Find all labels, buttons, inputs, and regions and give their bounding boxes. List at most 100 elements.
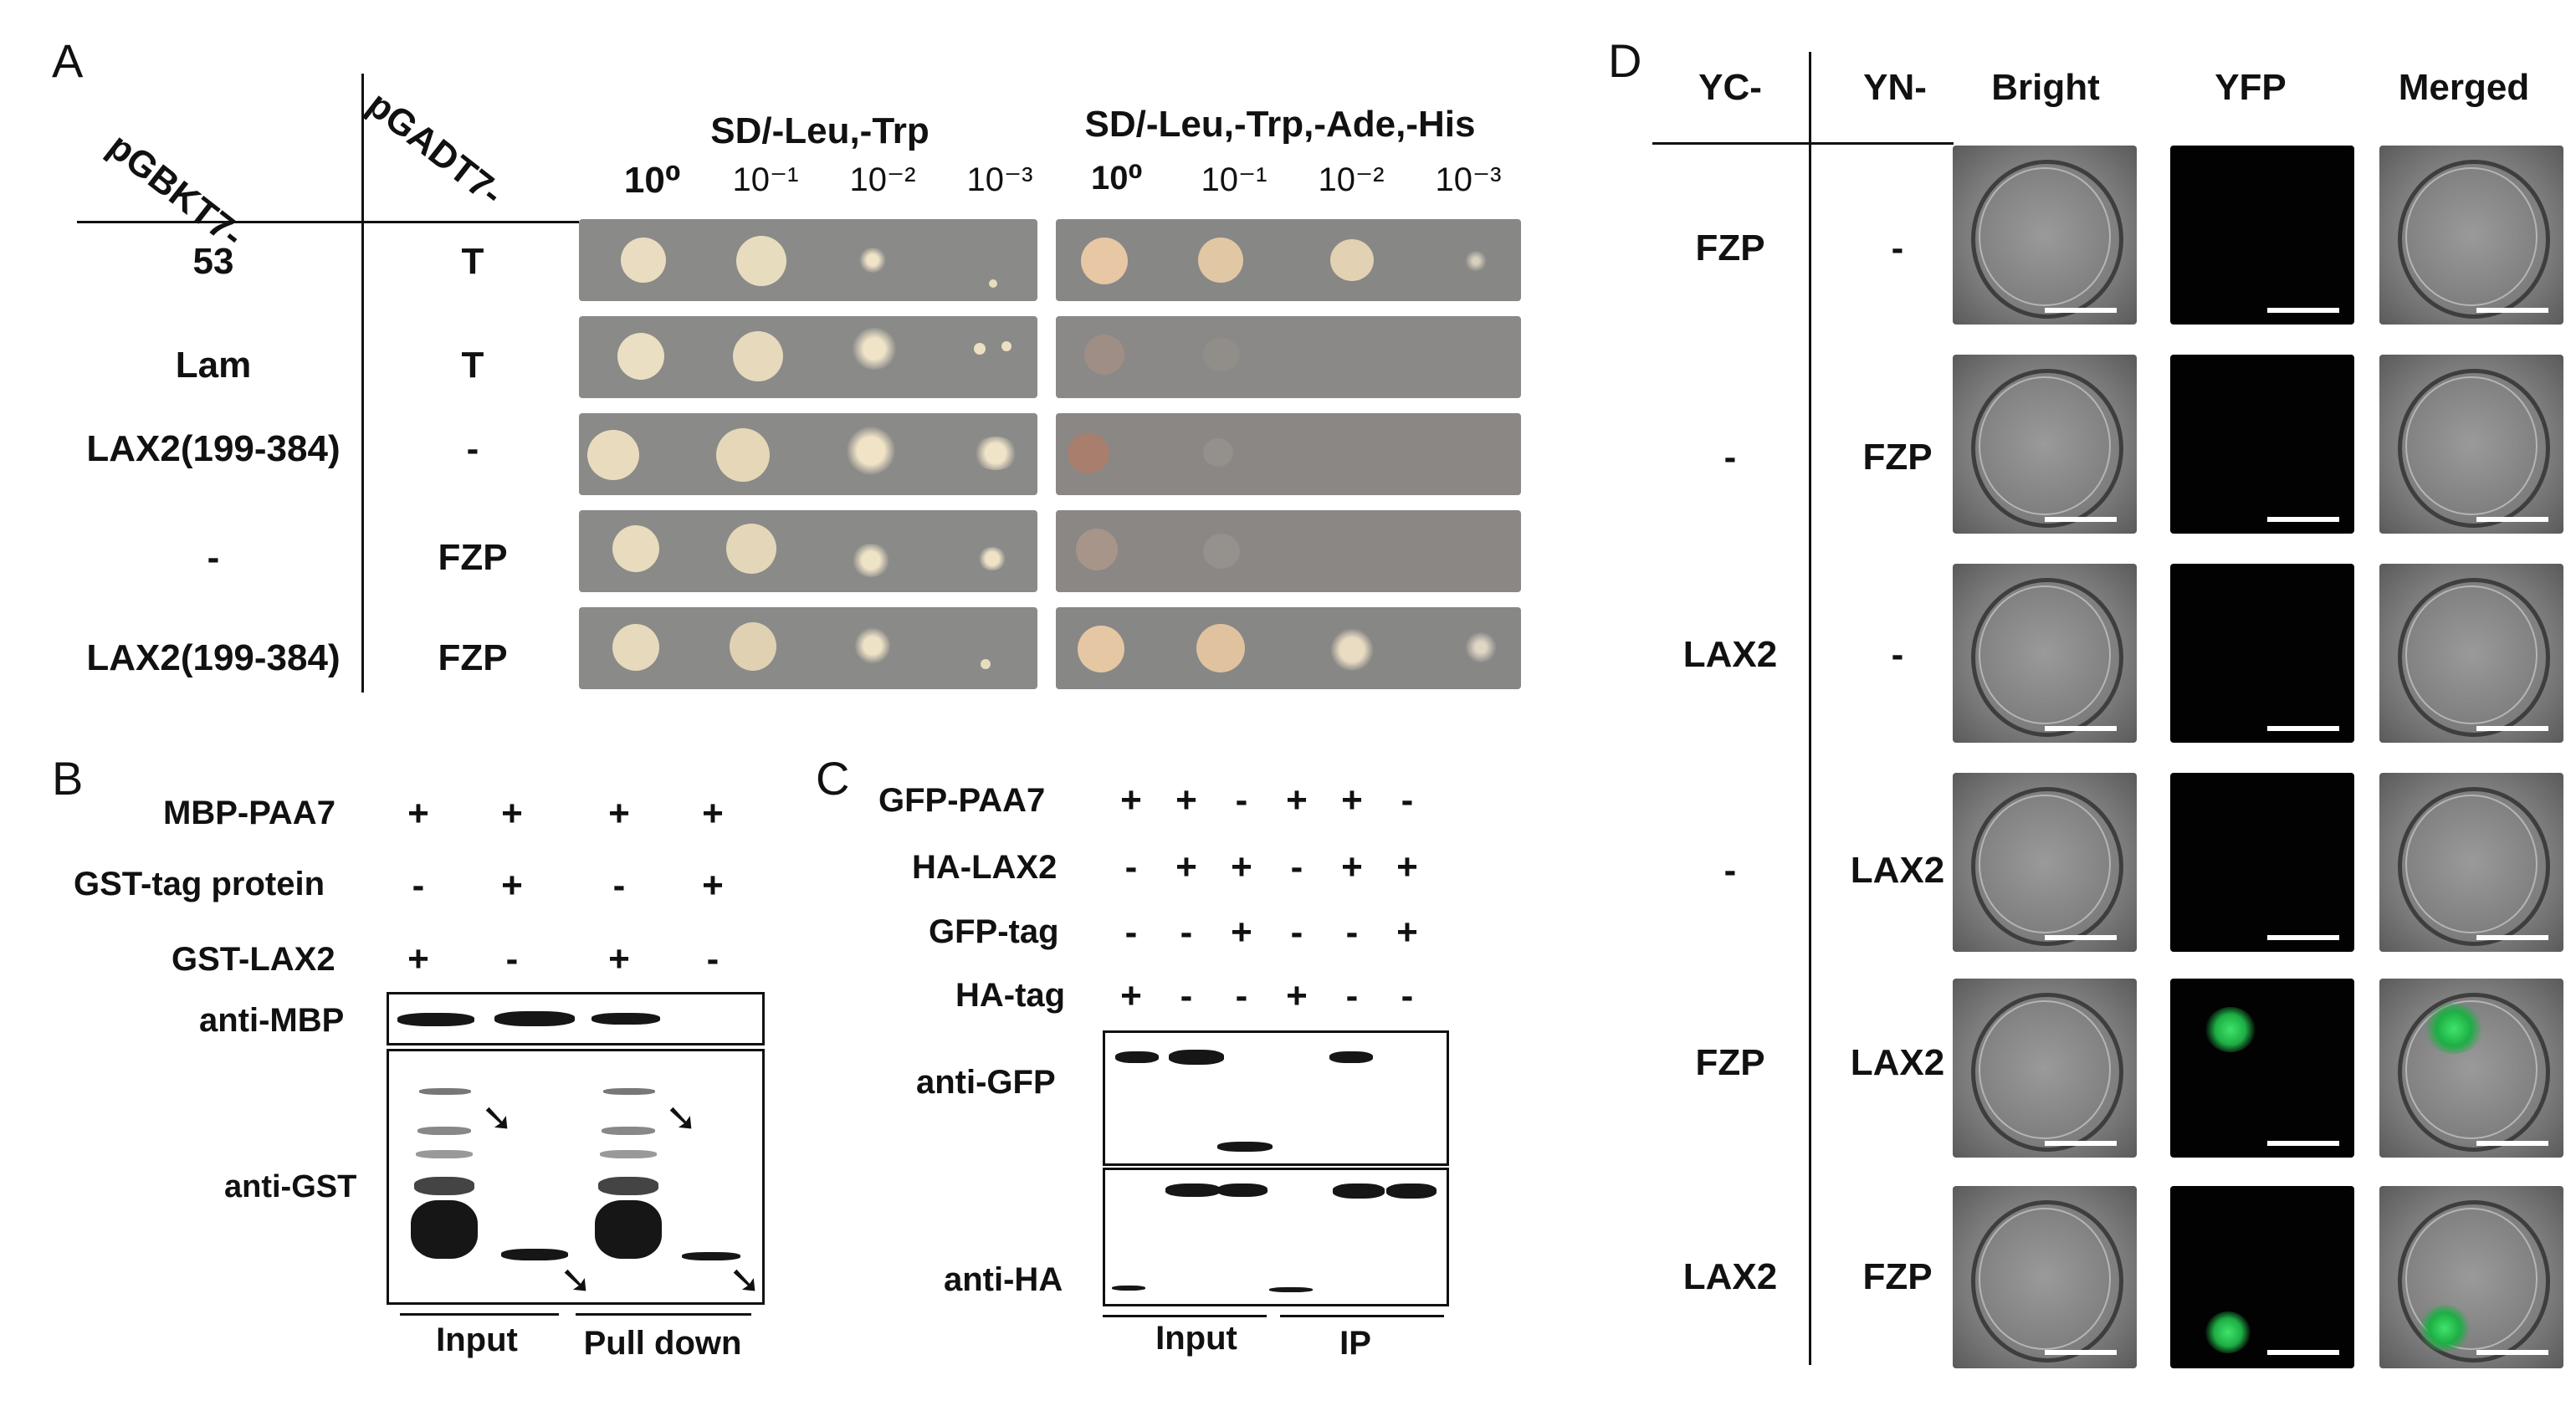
- bright-field-image: [1953, 773, 2137, 952]
- row-bait: LAX2(199-384): [86, 637, 341, 678]
- row-bait: -: [207, 537, 220, 578]
- sign: +: [501, 865, 523, 906]
- sign: +: [1120, 975, 1142, 1016]
- sign: +: [407, 938, 429, 979]
- merged-image: [2379, 146, 2563, 325]
- divider-vertical: [1809, 52, 1811, 1365]
- sign: +: [1396, 912, 1418, 953]
- yeast-colony: [1330, 239, 1374, 281]
- yeast-colony: [1001, 341, 1011, 351]
- yeast-colony: [977, 547, 1007, 570]
- yeast-colony: [1203, 438, 1233, 467]
- yfp-image: [2170, 979, 2354, 1158]
- yeast-colony: [1196, 624, 1245, 672]
- blot-band: [1169, 1050, 1224, 1065]
- blot-band: [682, 1252, 740, 1260]
- condition-label: GFP-PAA7: [878, 782, 1046, 819]
- dilution-label: 10⁻³: [1435, 161, 1502, 198]
- sign: +: [702, 793, 724, 834]
- sign: +: [1286, 780, 1308, 821]
- sign: +: [1396, 846, 1418, 887]
- plate2-title: SD/-Leu,-Trp,-Ade,-His: [1084, 104, 1476, 145]
- column-header: YC-: [1698, 67, 1762, 108]
- dilution-label: 10⁻²: [849, 161, 916, 198]
- blot-band: [1269, 1287, 1313, 1292]
- blot-band: [595, 1200, 662, 1259]
- condition-label: HA-tag: [955, 977, 1066, 1014]
- sign: +: [1231, 846, 1252, 887]
- condition-label: GST-LAX2: [172, 941, 335, 978]
- yeast-colony: [974, 343, 986, 355]
- column-header: YFP: [2215, 67, 2287, 108]
- blot-band: [602, 1127, 655, 1135]
- row-yc: -: [1723, 437, 1737, 478]
- sign: +: [1286, 975, 1308, 1016]
- yeast-plate-row: [579, 316, 1037, 398]
- blot-label: anti-GST: [224, 1169, 357, 1204]
- yeast-plate-row: [1056, 607, 1521, 689]
- blot-label: anti-GFP: [916, 1064, 1056, 1101]
- yeast-colony: [858, 248, 887, 273]
- column-header: YN-: [1863, 67, 1927, 108]
- blot-band: [414, 1177, 474, 1195]
- blot-band: [494, 1011, 575, 1026]
- merged-image: [2379, 1186, 2563, 1368]
- column-header: Merged: [2398, 67, 2530, 108]
- blot-band: [1217, 1184, 1268, 1197]
- blot-band: [598, 1177, 658, 1195]
- dilution-label: 10⁻²: [1318, 161, 1385, 198]
- row-prey: T: [461, 345, 484, 386]
- sign: -: [1180, 975, 1193, 1016]
- sign: -: [505, 938, 519, 979]
- sign: +: [407, 793, 429, 834]
- sign: -: [412, 865, 425, 906]
- yeast-plate-row: [1056, 413, 1521, 495]
- group-label: Input: [436, 1322, 518, 1358]
- blot-band: [1112, 1286, 1145, 1291]
- yeast-colony: [989, 279, 997, 288]
- group-bracket: [576, 1313, 751, 1316]
- yeast-colony: [1068, 433, 1109, 473]
- yeast-colony: [733, 331, 783, 381]
- yeast-colony: [855, 627, 890, 664]
- panel-c-label: C: [816, 752, 850, 805]
- blot-band: [419, 1088, 471, 1095]
- dilution-label: 10⁰: [1090, 160, 1144, 197]
- sign: -: [1345, 975, 1359, 1016]
- yeast-colony: [730, 622, 776, 671]
- yfp-image: [2170, 773, 2354, 952]
- western-blot-mbp: [387, 992, 765, 1045]
- panel-a-label: A: [52, 34, 84, 87]
- sign: -: [1290, 846, 1303, 887]
- row-yc: -: [1723, 850, 1737, 891]
- row-yn: -: [1891, 227, 1904, 268]
- yeast-colony: [726, 524, 776, 574]
- column-header: Bright: [1991, 67, 2100, 108]
- yeast-colony: [1198, 238, 1243, 283]
- blot-band: [1217, 1142, 1273, 1152]
- yeast-plate-row: [1056, 316, 1521, 398]
- yfp-image: [2170, 146, 2354, 325]
- row-bait: Lam: [175, 345, 252, 386]
- sign: +: [1341, 846, 1363, 887]
- yeast-colony: [1203, 338, 1240, 371]
- sign: -: [1180, 912, 1193, 953]
- row-yn: -: [1891, 634, 1904, 675]
- row-yc: FZP: [1695, 1042, 1765, 1083]
- yeast-colony: [1203, 534, 1240, 569]
- blot-band: [600, 1150, 657, 1158]
- blot-band: [592, 1013, 660, 1025]
- dilution-label: 10⁻³: [966, 161, 1033, 198]
- yfp-image: [2170, 564, 2354, 743]
- divider-vertical: [361, 74, 364, 693]
- yeast-colony: [617, 333, 664, 380]
- blot-band: [1329, 1051, 1373, 1063]
- yeast-colony: [736, 236, 786, 286]
- yeast-colony: [1464, 632, 1498, 662]
- arrow-icon: ➘: [729, 1258, 761, 1301]
- yeast-colony: [587, 430, 639, 480]
- bright-field-image: [1953, 979, 2137, 1158]
- blot-band: [416, 1150, 473, 1158]
- sign: +: [1341, 780, 1363, 821]
- sign: +: [501, 793, 523, 834]
